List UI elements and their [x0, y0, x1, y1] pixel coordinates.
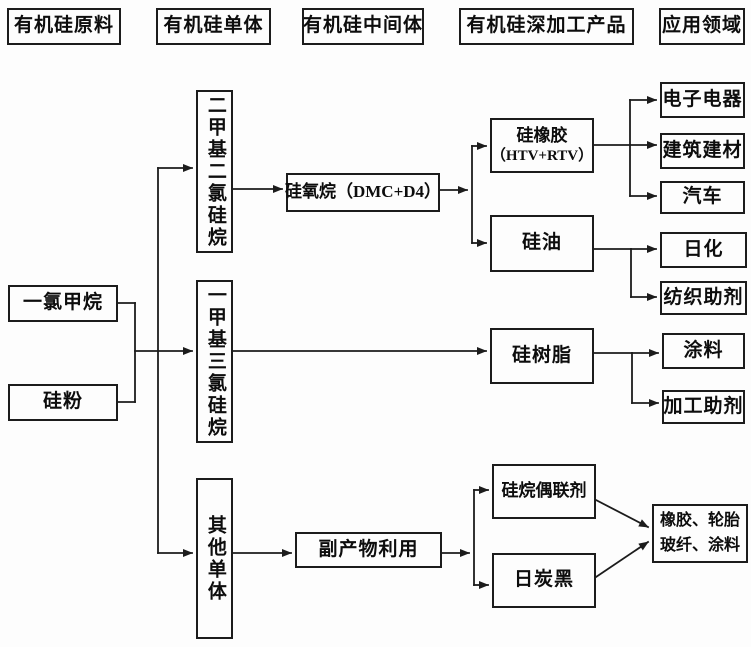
node-byproduct-utilization: 副产物利用	[295, 532, 442, 568]
node-silicone-oil: 硅油	[490, 215, 594, 272]
final-app-line2: 玻纤、涂料	[659, 536, 740, 554]
node-app-construction: 建筑建材	[660, 133, 745, 169]
final-app-line1: 橡胶、轮胎	[659, 511, 740, 529]
silicone-rubber-line2: （HTV+RTV）	[490, 147, 594, 164]
node-other-monomers: 其他单体	[196, 478, 233, 639]
node-silicon-powder: 硅粉	[8, 384, 118, 421]
node-app-processing-aids: 加工助剂	[662, 390, 745, 424]
node-app-coatings: 涂料	[662, 333, 745, 369]
node-app-daily-chemicals: 日化	[660, 232, 747, 268]
node-methyl-trichlorosilane: 一甲基三氯硅烷	[196, 280, 233, 443]
node-app-electronics: 电子电器	[660, 82, 745, 118]
node-app-textile-auxiliaries: 纺织助剂	[660, 281, 747, 315]
node-app-automobile: 汽车	[660, 181, 745, 214]
node-app-rubber-tire-glassfiber-coating: 橡胶、轮胎 玻纤、涂料	[652, 504, 748, 563]
header-intermediates: 有机硅中间体	[302, 8, 424, 45]
node-silicone-resin: 硅树脂	[490, 328, 594, 384]
node-dimethyl-dichlorosilane: 二甲基二氯硅烷	[196, 90, 233, 253]
node-silane-coupling-agent: 硅烷偶联剂	[492, 464, 596, 519]
node-siloxane: 硅氧烷（DMC+D4）	[285, 173, 441, 212]
header-raw-materials: 有机硅原料	[7, 8, 121, 45]
header-monomers: 有机硅单体	[156, 8, 271, 45]
header-processed-products: 有机硅深加工产品	[459, 8, 634, 45]
node-carbon-black: 日炭黑	[492, 553, 596, 608]
header-application-fields: 应用领域	[659, 8, 745, 45]
node-silicone-rubber: 硅橡胶 （HTV+RTV）	[490, 118, 594, 173]
node-methyl-chloride: 一氯甲烷	[8, 285, 118, 322]
silicone-rubber-line1: 硅橡胶	[516, 126, 568, 146]
